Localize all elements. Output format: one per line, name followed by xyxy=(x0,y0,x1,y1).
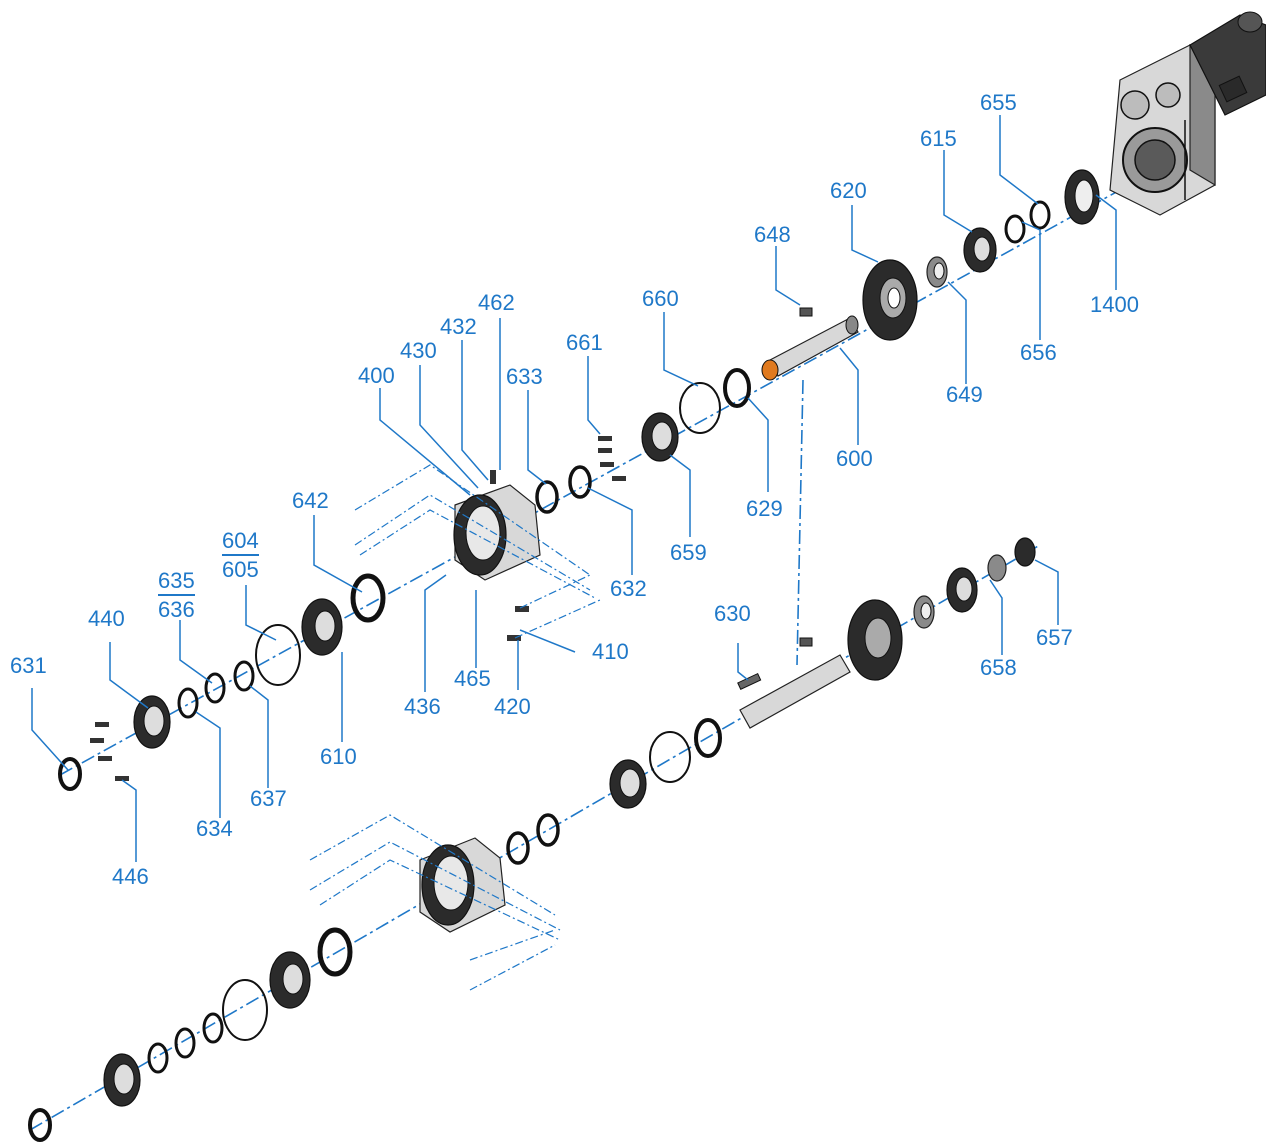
bearing-615 xyxy=(963,227,997,273)
ring-629 xyxy=(723,368,751,408)
lower-bolt-paths xyxy=(309,814,561,991)
label-633: 633 xyxy=(506,364,543,389)
label-440: 440 xyxy=(88,606,125,631)
lower-assembly-axis xyxy=(29,544,1041,1131)
lower-ring-g xyxy=(28,1108,52,1142)
label-659: 659 xyxy=(670,540,707,565)
label-660: 660 xyxy=(642,286,679,311)
lower-ring-a xyxy=(694,718,722,758)
label-637: 637 xyxy=(250,786,287,811)
label-657: 657 xyxy=(1036,625,1073,650)
gear-unit-housing xyxy=(1109,43,1216,216)
label-635: 635 xyxy=(158,570,195,596)
label-600: 600 xyxy=(836,446,873,471)
gasket-660 xyxy=(679,382,721,434)
ring-637 xyxy=(233,660,255,692)
label-635-636: 635 636 xyxy=(158,570,195,621)
label-430: 430 xyxy=(400,338,437,363)
label-610: 610 xyxy=(320,744,357,769)
label-465: 465 xyxy=(454,666,491,691)
key-648 xyxy=(799,307,813,317)
housing-400 xyxy=(453,470,541,581)
cover-440 xyxy=(133,695,171,749)
gasket-604-605 xyxy=(255,624,301,686)
lower-cover-2 xyxy=(103,1053,141,1107)
lower-ring-c xyxy=(506,831,530,865)
bolts-446 xyxy=(90,722,129,781)
ring-633 xyxy=(535,480,559,514)
label-634: 634 xyxy=(196,816,233,841)
label-655: 655 xyxy=(980,90,1017,115)
bolts-661 xyxy=(598,436,626,481)
label-432: 432 xyxy=(440,314,477,339)
label-661: 661 xyxy=(566,330,603,355)
label-1400: 1400 xyxy=(1090,292,1139,317)
ring-658 xyxy=(987,554,1007,582)
label-648: 648 xyxy=(754,222,791,247)
lower-bearing-2 xyxy=(269,951,311,1009)
lower-seal xyxy=(317,927,353,977)
label-631: 631 xyxy=(10,653,47,678)
lower-housing xyxy=(419,837,506,933)
lower-gear xyxy=(847,599,903,681)
lower-shaft xyxy=(739,637,851,729)
label-615: 615 xyxy=(920,126,957,151)
lower-ring-b xyxy=(536,813,560,847)
shaft-600 xyxy=(761,315,859,381)
bolt-paths-housing xyxy=(354,464,601,639)
ring-656 xyxy=(1004,214,1026,244)
label-604: 604 xyxy=(222,530,259,556)
label-400: 400 xyxy=(358,363,395,388)
bearing-1400 xyxy=(1064,169,1100,225)
gear-620 xyxy=(862,259,918,341)
label-410: 410 xyxy=(592,639,629,664)
lower-ring-e xyxy=(174,1027,196,1059)
label-420: 420 xyxy=(494,694,531,719)
label-658: 658 xyxy=(980,655,1017,680)
ring-632 xyxy=(568,465,592,499)
lower-gasket xyxy=(649,731,691,783)
label-649: 649 xyxy=(946,382,983,407)
seal-642 xyxy=(350,573,386,623)
label-629: 629 xyxy=(746,496,783,521)
lower-gasket-2 xyxy=(222,979,268,1041)
label-605: 605 xyxy=(222,557,259,582)
pin-630 xyxy=(737,672,762,690)
label-630: 630 xyxy=(714,601,751,626)
ring-655 xyxy=(1029,200,1051,230)
label-642: 642 xyxy=(292,488,329,513)
ring-634 xyxy=(177,687,199,719)
cover-659 xyxy=(641,412,679,462)
transfer-axis xyxy=(796,379,804,666)
label-636: 636 xyxy=(158,597,195,622)
label-436: 436 xyxy=(404,694,441,719)
ring-635-636 xyxy=(204,672,226,704)
lower-bearing xyxy=(946,567,978,613)
label-446: 446 xyxy=(112,864,149,889)
ring-631 xyxy=(58,757,82,791)
label-462: 462 xyxy=(478,290,515,315)
label-632: 632 xyxy=(610,576,647,601)
lower-ring-f xyxy=(147,1042,169,1074)
cap-657 xyxy=(1014,537,1036,567)
lower-cover xyxy=(609,759,647,809)
bolts-410-420 xyxy=(507,606,529,641)
lower-spacer xyxy=(913,595,935,629)
spacer-649 xyxy=(926,256,948,288)
leader-lines xyxy=(31,115,1117,862)
label-604-605: 604 605 xyxy=(222,530,259,581)
label-656: 656 xyxy=(1020,340,1057,365)
bearing-610 xyxy=(301,598,343,656)
label-620: 620 xyxy=(830,178,867,203)
lower-ring-d xyxy=(202,1012,224,1044)
motor xyxy=(1189,11,1266,116)
